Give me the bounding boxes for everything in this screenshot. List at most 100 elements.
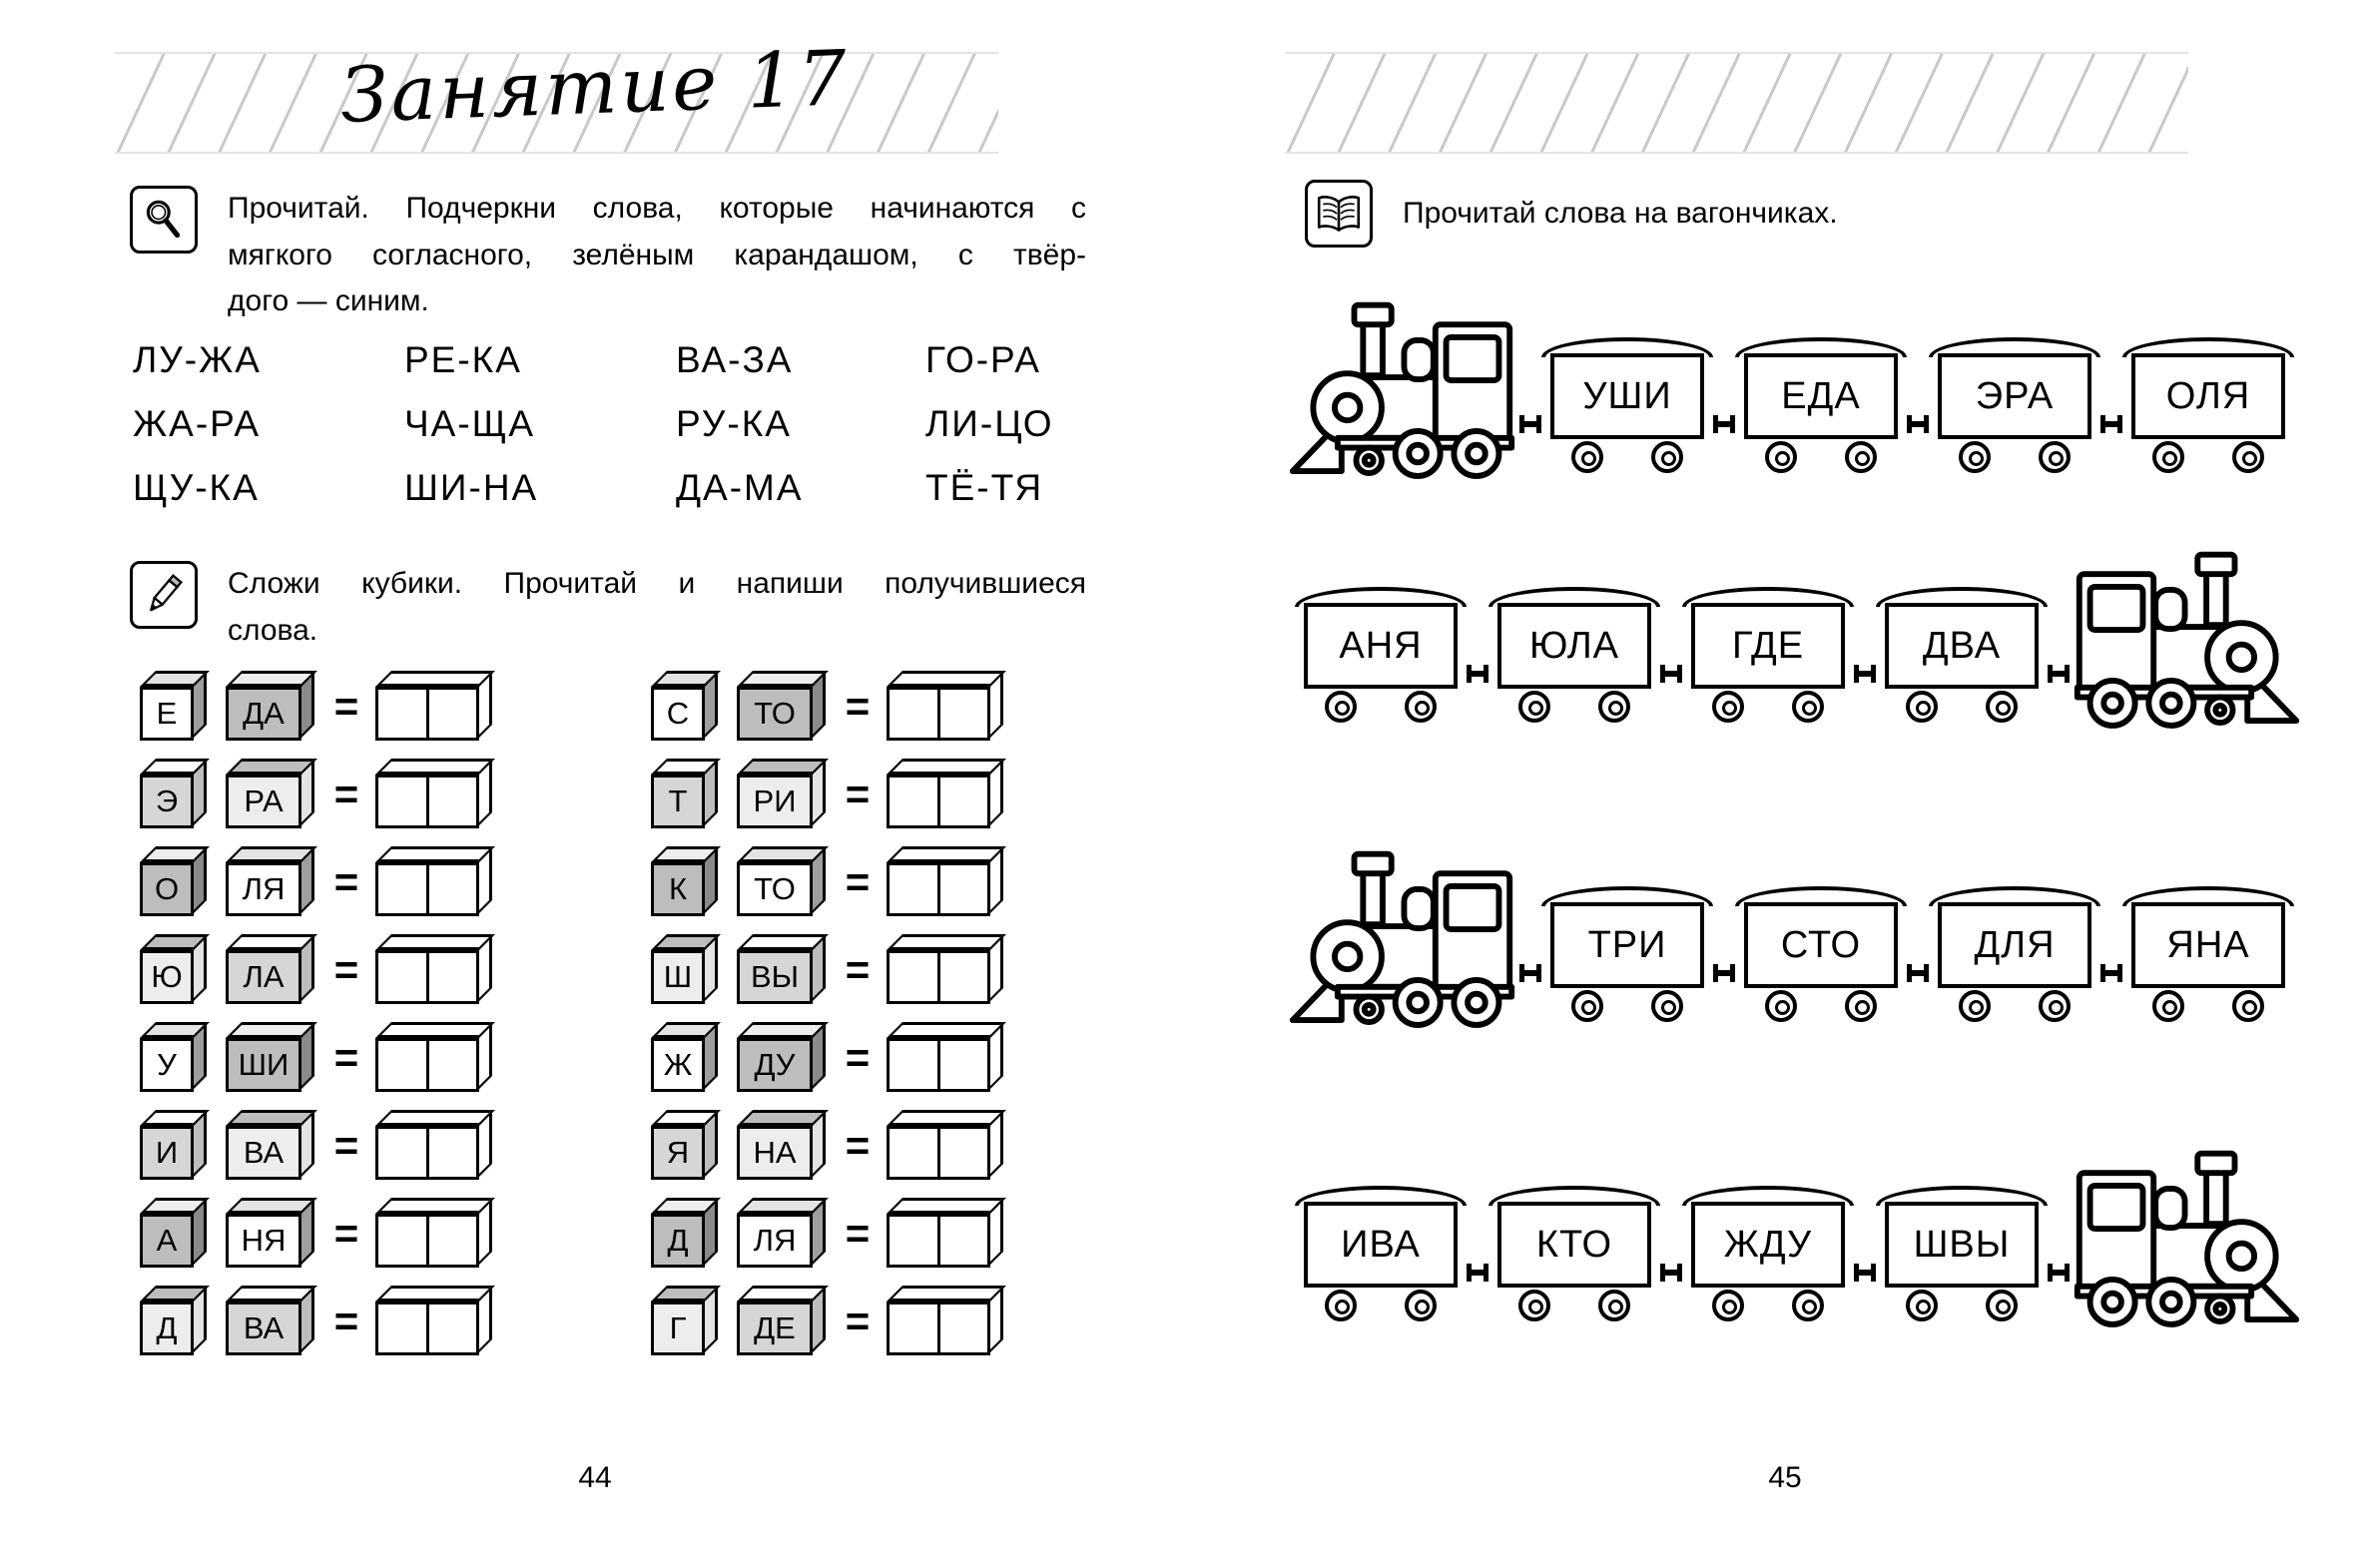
cube-front-face: Э (140, 775, 194, 828)
answer-cube (887, 846, 1006, 918)
word: ШИ-НА (404, 467, 539, 508)
answer-cube (887, 759, 1006, 830)
wheel-icon (1986, 691, 2018, 723)
wheel-icon (1405, 691, 1437, 723)
wagon-body: ТРИ (1550, 902, 1704, 988)
wagon: УШИ (1541, 337, 1713, 479)
magnifier-icon (130, 186, 198, 254)
wheel-icon (1712, 1290, 1744, 1321)
wagon-body: ИВА (1304, 1202, 1458, 1288)
cube-front-face (375, 687, 479, 741)
cube-front-face: ВА (226, 1301, 301, 1355)
cube-front-face: ЛА (226, 950, 301, 1004)
answer-cube (375, 1022, 495, 1094)
word: ЛУ-ЖА (133, 339, 262, 380)
wagon-wheels (1876, 1290, 2048, 1327)
wagon: ЯНА (2122, 886, 2294, 1028)
wheel-icon (1651, 441, 1683, 473)
cube-front-face: НЯ (226, 1214, 301, 1268)
wagon-word: ИВА (1341, 1223, 1421, 1266)
wagon-word: СТО (1780, 923, 1862, 966)
wagon-body: УШИ (1550, 353, 1704, 439)
wagon-word: ТРИ (1587, 923, 1667, 966)
wagon-body: АНЯ (1304, 603, 1458, 689)
letter-cube: Ю (140, 934, 210, 1006)
answer-cube (375, 759, 495, 830)
task-read-underline: Прочитай. Подчеркни слова, которые начин… (130, 186, 1086, 325)
equals-sign: = (845, 771, 871, 817)
letter-cube: ДУ (737, 1022, 829, 1094)
wheel-icon (1571, 990, 1603, 1022)
wheel-icon (1765, 990, 1797, 1022)
cube-front-face (375, 775, 479, 828)
letter-cube: РА (226, 759, 317, 830)
letter-cube: Т (651, 759, 721, 830)
letter-cube: ШИ (226, 1022, 317, 1094)
wagon-body: ОЛЯ (2131, 353, 2285, 439)
wheel-icon (1518, 1290, 1550, 1321)
wheel-icon (1906, 1290, 1938, 1321)
answer-cube (887, 1022, 1006, 1094)
wagon-word: ЮЛА (1529, 624, 1619, 667)
coupler-icon (1660, 665, 1682, 683)
wagon-word: ГДЕ (1731, 624, 1805, 667)
wheel-icon (1325, 1290, 1357, 1321)
letter-cube: Ж (651, 1022, 721, 1094)
coupler-icon (1907, 415, 1929, 433)
word: ГО-РА (925, 339, 1041, 380)
locomotive-icon (2070, 1132, 2304, 1327)
answer-cube (887, 1286, 1006, 1357)
wheel-icon (1651, 990, 1683, 1022)
word: ЩУ-КА (133, 467, 260, 508)
wheel-icon (2232, 990, 2264, 1022)
task-read-wagons: Прочитай слова на вагончиках. (1305, 180, 1838, 248)
coupler-icon (1467, 1264, 1488, 1282)
cube-front-face: С (651, 687, 705, 741)
cube-front-face (375, 1301, 479, 1355)
wheel-icon (1845, 990, 1877, 1022)
instruction-line: мягкого согласного, зелёным карандашом, … (228, 238, 1086, 271)
cube-front-face (375, 1126, 479, 1180)
coupler-icon (1854, 1264, 1876, 1282)
cube-front-face: Т (651, 775, 705, 828)
wagon-wheels (1541, 441, 1713, 479)
word: ЖА-РА (133, 403, 262, 444)
wagon-wheels (1295, 691, 1467, 729)
cube-front-face (887, 950, 990, 1004)
coupler-icon (1713, 964, 1735, 982)
wagon-wheels (1682, 691, 1854, 729)
cube-front-face: Е (140, 687, 194, 741)
instruction-line: Прочитай. Подчеркни слова, которые начин… (228, 192, 1086, 225)
wheel-icon (1845, 441, 1877, 473)
equals-sign: = (333, 1210, 359, 1257)
letter-cube: К (651, 846, 721, 918)
equals-sign: = (845, 1034, 871, 1081)
wagon-body: СТО (1744, 902, 1898, 988)
instruction-line: Сложи кубики. Прочитай и напиши получивш… (228, 567, 1086, 600)
cube-front-face (375, 862, 479, 916)
locomotive-drawing (1289, 301, 1515, 479)
locomotive-icon (1285, 283, 1519, 479)
wagon: ИВА (1295, 1186, 1467, 1327)
letter-cube: Д (651, 1198, 721, 1270)
wheel-icon (1792, 1290, 1824, 1321)
letter-cube: ВА (226, 1286, 317, 1357)
page-number-left: 44 (578, 1461, 612, 1494)
wagon: ТРИ (1541, 886, 1713, 1028)
wagon: ДВА (1876, 587, 2048, 729)
handwriting-guide-lines (115, 52, 998, 154)
equals-sign: = (333, 1034, 359, 1081)
word: ВА-ЗА (676, 339, 794, 380)
equals-sign: = (333, 858, 359, 905)
wagon-body: ЕДА (1744, 353, 1898, 439)
cube-front-face: Ш (651, 950, 705, 1004)
cube-front-face: ДА (226, 687, 301, 741)
wheel-icon (1986, 1290, 2018, 1321)
